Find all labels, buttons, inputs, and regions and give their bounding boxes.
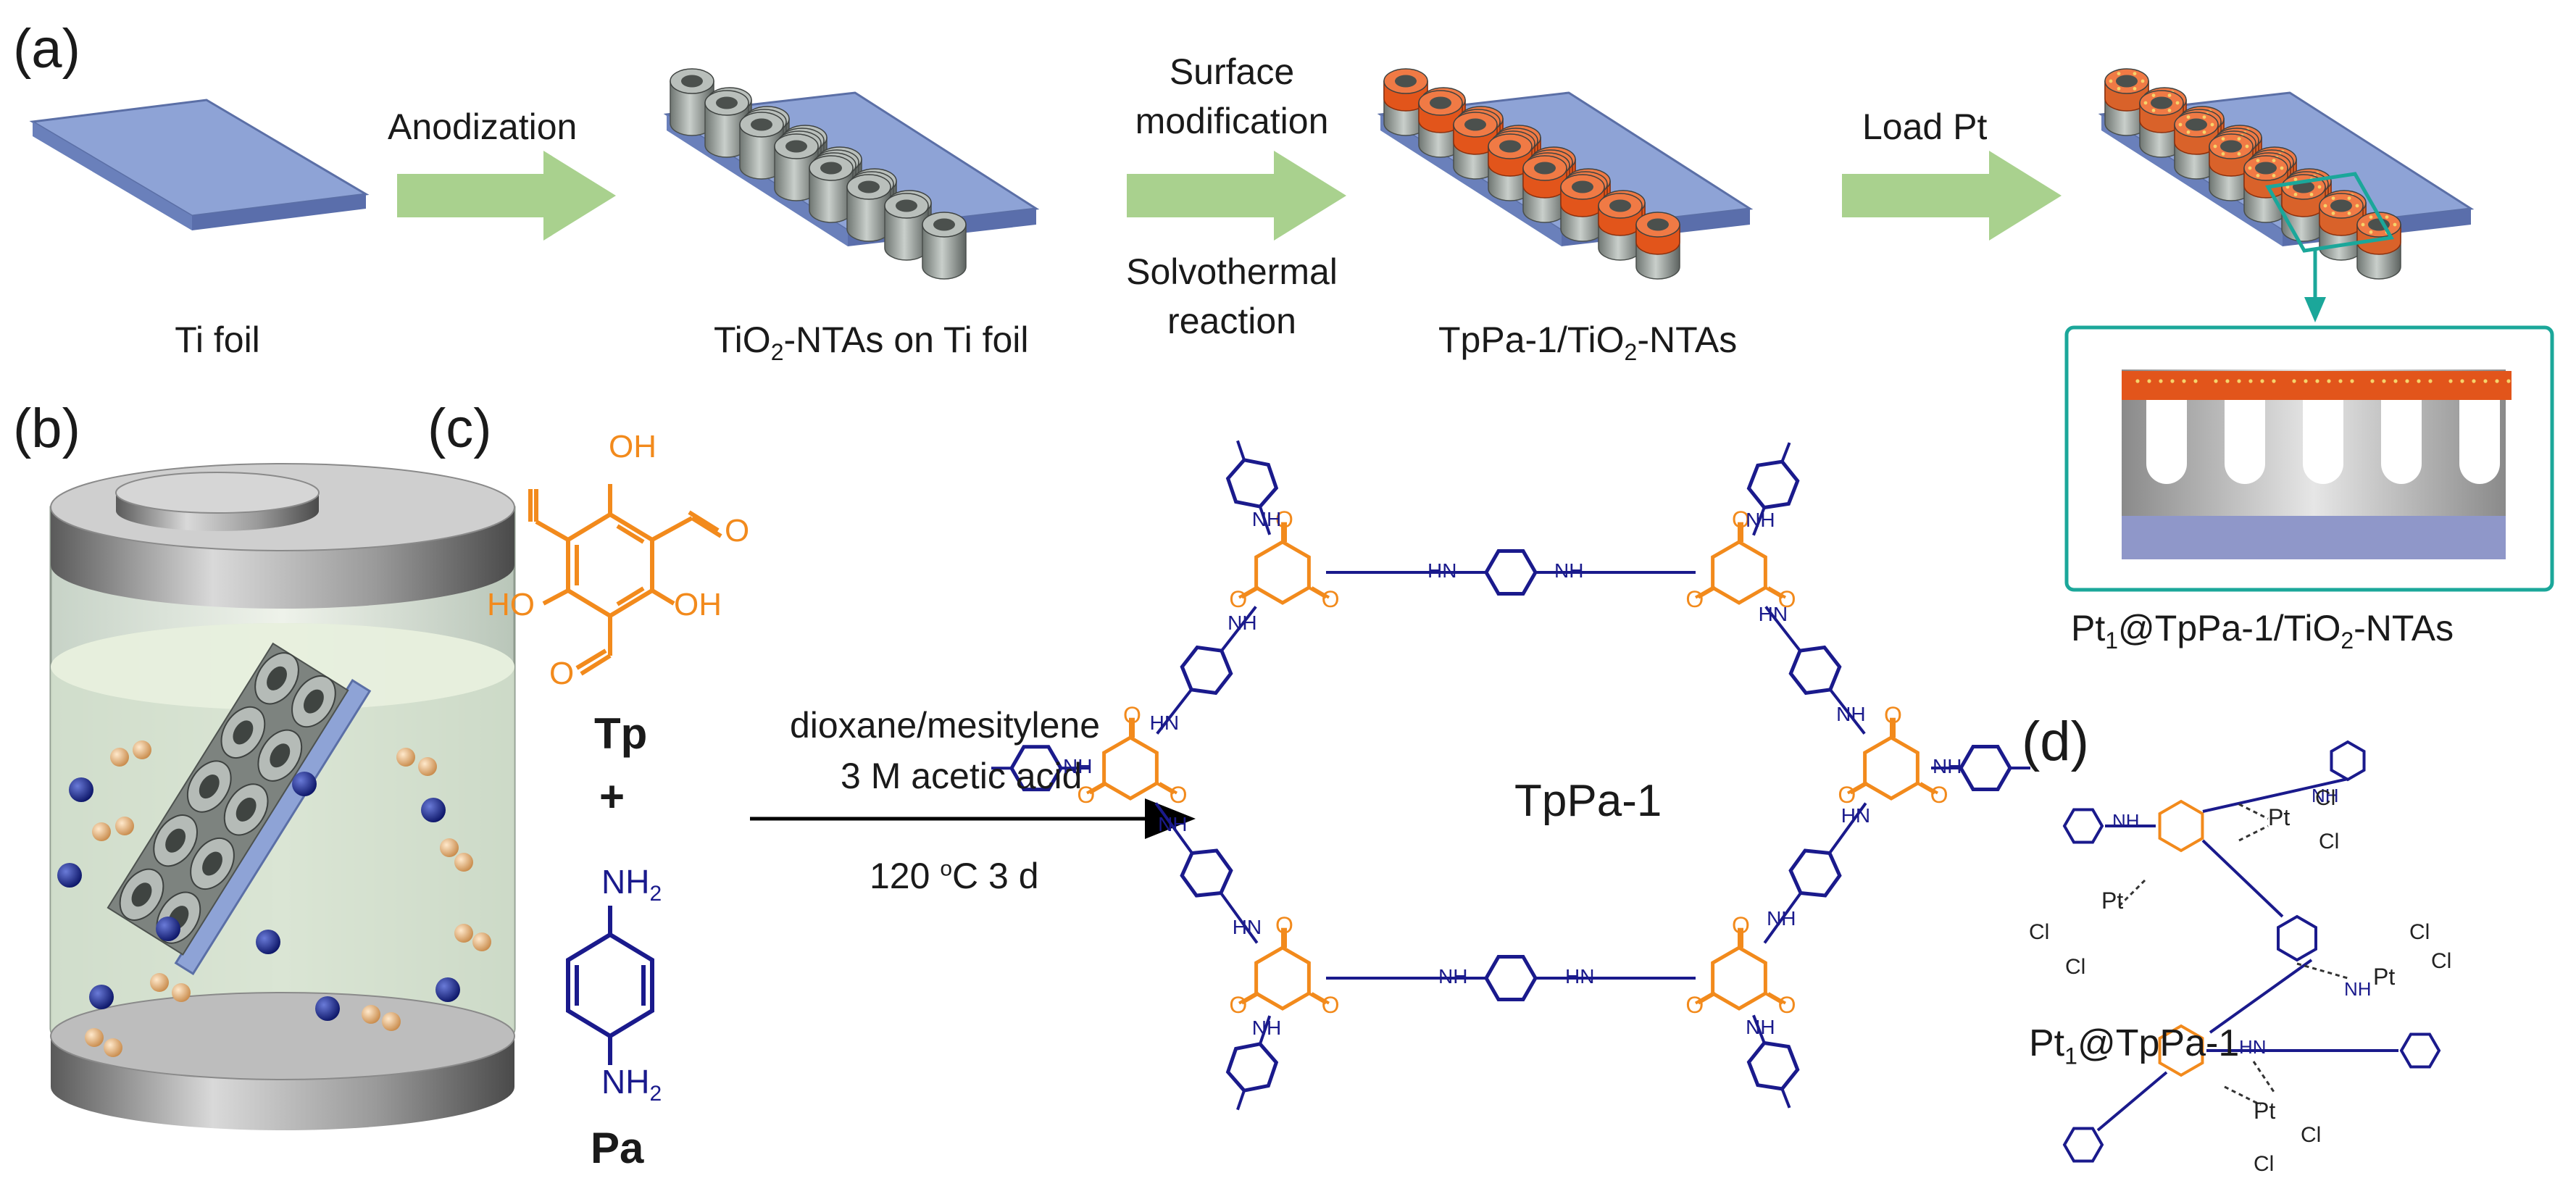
atom-label: NH	[1554, 559, 1584, 582]
atom-label: Pt	[2373, 964, 2396, 990]
tp-o-right: O	[725, 513, 750, 548]
atom-label: Pt	[2254, 1098, 2276, 1124]
atom-label: O	[1930, 781, 1948, 808]
atom-label: O	[1838, 781, 1856, 808]
atom-label: NH	[1063, 755, 1093, 778]
atom-label: HN	[1232, 915, 1262, 938]
atom-label: O	[1169, 781, 1188, 808]
label-tppa-tio2-ntas: TpPa-1/TiO2-NTAs	[1438, 320, 1738, 365]
atom-label: NH	[2112, 810, 2140, 832]
arrow-anodization	[397, 151, 616, 241]
atom-label: Cl	[2029, 920, 2050, 944]
atom-label: HN	[1427, 559, 1457, 582]
atom-label: NH	[1746, 1015, 1775, 1038]
atom-label: NH	[1251, 508, 1282, 531]
atom-label: NH	[1227, 611, 1257, 634]
pa-monomer	[566, 906, 654, 1065]
label-anodization: Anodization	[388, 107, 578, 147]
condition-solvent: dioxane/mesitylene	[790, 705, 1101, 746]
atom-label: O	[1777, 585, 1796, 612]
cross-section-inset	[2064, 325, 2554, 592]
atom-label: Cl	[2431, 949, 2452, 973]
pa-nh2-top: NH2	[601, 863, 662, 906]
atom-label: HN	[2239, 1036, 2267, 1058]
atom-label: Cl	[2315, 786, 2336, 810]
panel-label-a: (a)	[13, 18, 80, 80]
tppa-coated-nanotube-array	[1383, 68, 1680, 280]
arrow-load-pt	[1842, 151, 2062, 241]
atom-label: O	[1732, 911, 1750, 938]
atom-label: O	[1229, 991, 1248, 1018]
atom-label: O	[1275, 506, 1293, 533]
panel-label-d: (d)	[2022, 711, 2089, 772]
atom-label: O	[1123, 701, 1141, 728]
atom-label: O	[1732, 506, 1750, 533]
atom-label: Cl	[2319, 830, 2340, 853]
tp-monomer	[528, 484, 722, 676]
condition-acid: 3 M acetic acid	[841, 756, 1083, 796]
atom-label: NH	[2344, 978, 2372, 1000]
atom-label: NH	[1933, 755, 1962, 777]
atom-label: Pt	[2268, 804, 2291, 830]
atom-label: O	[1321, 585, 1340, 612]
tppa-1-framework	[991, 440, 2030, 1111]
atom-label: NH	[2312, 785, 2339, 806]
pa-nh2-bottom: NH2	[601, 1063, 662, 1106]
label-load-pt: Load Pt	[1862, 107, 1988, 147]
atom-label: HN	[1149, 711, 1180, 734]
label-modification: modification	[1135, 101, 1329, 141]
tio2-nanotube-array	[670, 68, 967, 280]
atom-label: O	[1884, 701, 1902, 728]
pt1-tppa-1-structure	[2062, 740, 2441, 1163]
label-reaction: reaction	[1167, 301, 1296, 341]
tp-o-bottom: O	[549, 656, 575, 691]
label-tp: Tp	[594, 709, 648, 758]
label-pt1-tppa-1: Pt1@TpPa-1	[2029, 1022, 2240, 1069]
atom-label: O	[1685, 991, 1704, 1018]
label-solvothermal: Solvothermal	[1126, 251, 1338, 292]
atom-label: NH	[1438, 965, 1468, 988]
atom-label: Cl	[2301, 1123, 2322, 1147]
atom-label: HN	[1841, 804, 1871, 827]
label-ti-foil: Ti foil	[175, 320, 260, 360]
tp-oh-top: OH	[609, 429, 656, 464]
atom-label: NH	[1158, 813, 1188, 836]
atom-label: O	[1321, 991, 1340, 1018]
panel-b-vessel	[49, 463, 516, 1130]
label-plus: +	[599, 772, 625, 821]
atom-label: NH	[1251, 1016, 1282, 1039]
atom-label: NH	[1767, 906, 1796, 930]
tp-ho-left: HO	[487, 587, 535, 622]
atom-label: O	[1229, 585, 1248, 612]
label-pt1-tppa-tio2-ntas: Pt1@TpPa-1/TiO2-NTAs	[2071, 608, 2454, 654]
zoom-callout	[2265, 172, 2394, 322]
tp-oh-right: OH	[674, 587, 722, 622]
label-tppa-1: TpPa-1	[1514, 776, 1662, 826]
atom-label: O	[1777, 991, 1796, 1018]
reaction-arrow	[750, 798, 1196, 839]
atom-label: Cl	[2254, 1152, 2275, 1176]
atom-label: O	[1685, 585, 1704, 612]
arrow-surface-modification	[1127, 151, 1346, 241]
atom-label: NH	[1836, 703, 1866, 726]
condition-temperature: 120 oC 3 d	[870, 856, 1039, 896]
atom-label: Cl	[2409, 920, 2430, 944]
panel-a	[29, 68, 2554, 592]
panel-label-b: (b)	[13, 398, 80, 459]
label-pa: Pa	[591, 1124, 644, 1172]
label-surface: Surface	[1169, 51, 1295, 92]
atom-label: NH	[1746, 509, 1775, 532]
atom-label: HN	[1758, 603, 1788, 625]
atom-label: O	[1077, 781, 1096, 808]
panel-label-c: (c)	[428, 398, 492, 459]
atom-label: Pt	[2101, 888, 2124, 914]
atom-label: Cl	[2065, 955, 2086, 979]
label-tio2-ntas: TiO2-NTAs on Ti foil	[714, 320, 1029, 365]
atom-label: HN	[1565, 965, 1595, 988]
atom-label: O	[1275, 911, 1293, 938]
ti-foil-plate	[29, 99, 370, 230]
